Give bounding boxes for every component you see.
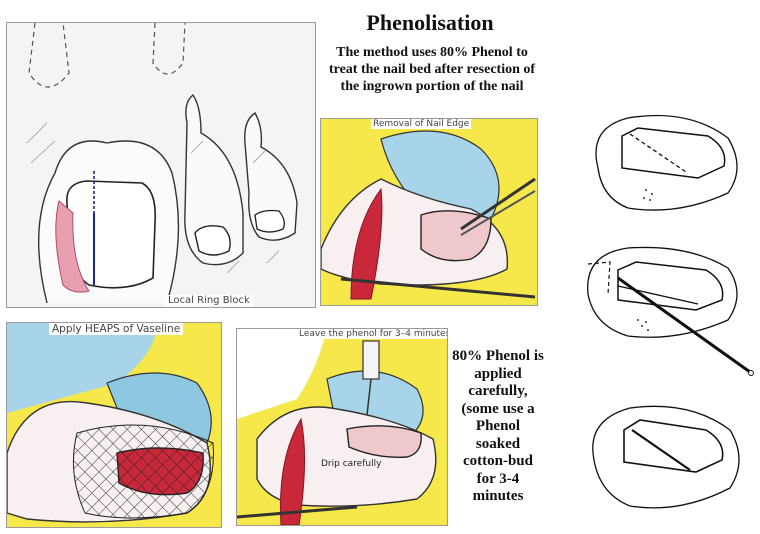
caption-removal-of-nail-edge: Removal of Nail Edge <box>371 119 472 129</box>
nail-diagram-1 <box>595 114 738 211</box>
nail-diagram-2 <box>587 246 754 376</box>
caption-apply-vaseline: Apply HEAPS of Vaseline <box>49 323 184 335</box>
phenol-note: 80% Phenol is applied carefully, (some u… <box>452 348 544 504</box>
nail-diagram-3 <box>592 405 740 509</box>
panel-removal-of-nail-edge: Removal of Nail Edge <box>320 118 538 306</box>
panel-leave-phenol: Leave the phenol for 3–4 minutes Drip ca… <box>236 328 448 526</box>
drip-carefully-label: Drip carefully <box>321 459 382 469</box>
page-title: Phenolisation <box>366 10 494 35</box>
vaseline-illustration <box>7 323 221 527</box>
phenol-illustration <box>237 329 447 525</box>
panel-local-ring-block: Local Ring Block <box>6 22 316 308</box>
caption-local-ring-block: Local Ring Block <box>165 295 253 306</box>
caption-leave-phenol: Leave the phenol for 3–4 minutes <box>297 329 447 339</box>
method-description: The method uses 80% Phenol to treat the … <box>328 45 536 94</box>
panel-apply-vaseline: Apply HEAPS of Vaseline <box>6 322 222 528</box>
removal-illustration <box>321 119 537 305</box>
ring-block-sketch <box>26 23 298 304</box>
